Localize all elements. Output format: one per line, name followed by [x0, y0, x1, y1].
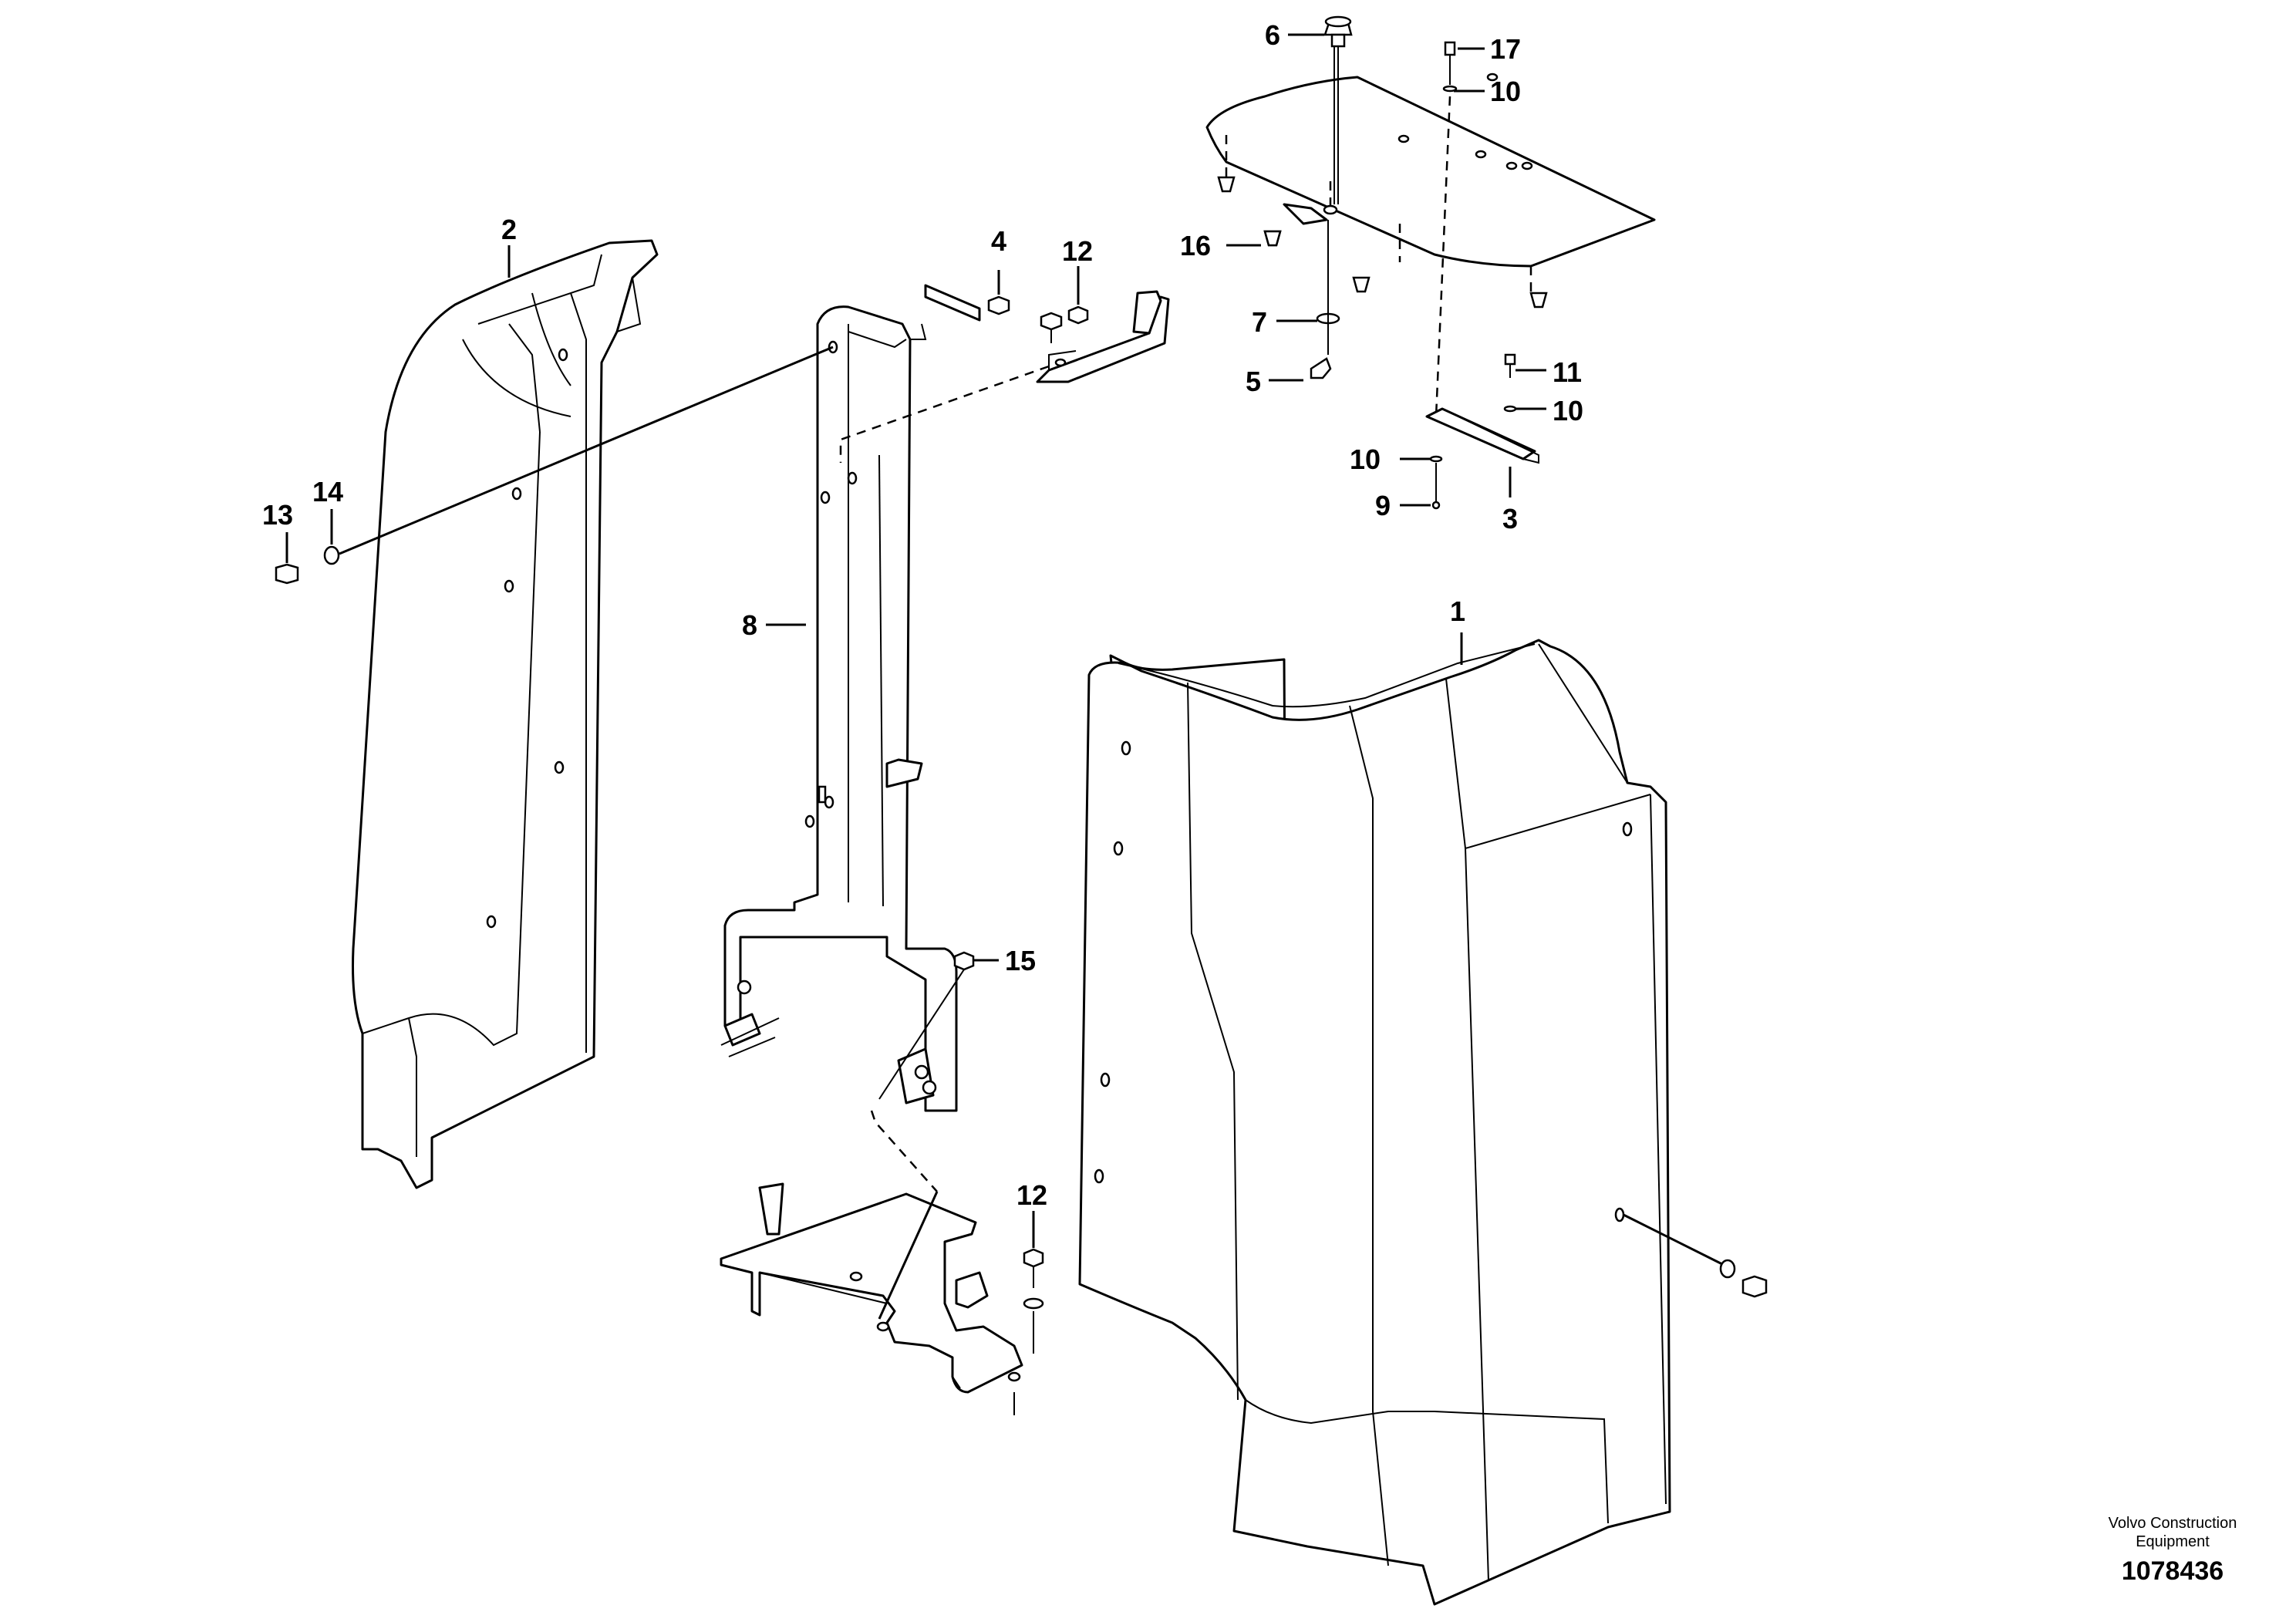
part-lower-bracket [720, 1182, 1023, 1394]
part-1-fasteners [1623, 1213, 1768, 1298]
callout-13: 13 [262, 499, 293, 531]
callout-9: 9 [1375, 490, 1391, 521]
assembly-lines [339, 346, 1050, 1320]
callout-8: 8 [742, 609, 757, 641]
callout-12a: 12 [1062, 235, 1093, 267]
part-6-knob [1323, 15, 1353, 204]
part-7-washer [1316, 220, 1340, 355]
footer-block: Volvo Construction Equipment 1078436 [2109, 1515, 2237, 1586]
callout-11: 11 [1553, 356, 1582, 388]
drawing-number: 1078436 [2122, 1556, 2224, 1586]
callout-10c: 10 [1350, 443, 1381, 475]
brand-line-2: Equipment [2136, 1533, 2210, 1550]
brand-line-1: Volvo Construction [2109, 1515, 2237, 1532]
callout-3: 3 [1502, 503, 1518, 534]
callout-17: 17 [1490, 33, 1521, 65]
part-12-upper-bracket [1036, 290, 1170, 383]
callout-10a: 10 [1490, 76, 1521, 107]
callout-16: 16 [1180, 230, 1211, 261]
callout-14: 14 [312, 476, 343, 508]
callout-2: 2 [501, 214, 517, 245]
callout-4: 4 [991, 225, 1006, 257]
part-15-nut [878, 951, 975, 1100]
part-1-large-cover [1078, 639, 1671, 1606]
callout-10b: 10 [1553, 395, 1583, 427]
part-17-screw-stack [1435, 41, 1458, 417]
callout-leaders [285, 33, 1546, 1248]
part-16-clip [1263, 230, 1282, 247]
callout-1: 1 [1450, 595, 1465, 627]
part-4-plate [924, 284, 1010, 322]
callout-15: 15 [1005, 945, 1036, 976]
callout-7: 7 [1252, 306, 1267, 338]
part-shelf-panel [1205, 73, 1656, 309]
callout-12b: 12 [1017, 1179, 1047, 1211]
part-2-left-pillar-cover [352, 239, 659, 1189]
part-8-upright-bracket [720, 305, 958, 1112]
part-5-hook [1310, 357, 1332, 379]
callout-6: 6 [1265, 19, 1280, 51]
part-13-14-bolt-washer [275, 545, 340, 585]
callout-labels: 1 2 3 4 5 6 7 8 9 10 10 10 11 12 12 13 1… [262, 19, 1583, 1211]
part-12-lower-bolt-stack [1013, 1248, 1044, 1415]
part-3-strip [1425, 353, 1539, 510]
callout-5: 5 [1246, 366, 1261, 397]
